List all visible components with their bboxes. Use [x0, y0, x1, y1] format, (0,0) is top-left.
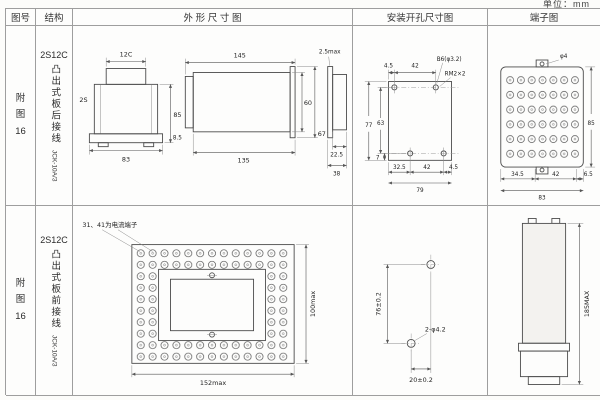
dim-left-total: 77: [365, 122, 373, 128]
dim-left-pitch: 63: [376, 120, 384, 126]
mounting-hole-drawing-front: 76±0.2 2-φ4.2 20±0.2: [374, 254, 445, 383]
dim-side-height2: 67: [317, 129, 325, 137]
header-structure: 结构: [36, 9, 73, 26]
dim-front-height: 85: [173, 110, 181, 118]
label-hole-size: B6(φ3.2): [436, 56, 461, 62]
label-hole-count-dia: 2-φ4.2: [424, 325, 445, 333]
spec-table: 图号 结构 外 形 尺 寸 图 安装开孔尺寸图 端子图 附 图 16 2S12C…: [5, 8, 600, 396]
mounting-cell-row2: 76±0.2 2-φ4.2 20±0.2: [353, 206, 488, 396]
dim-term-height: 85: [587, 120, 595, 126]
end-view: 2.5max 22.5 38: [318, 49, 347, 177]
relay-type-code: JCK-10A/3: [50, 150, 58, 182]
dim-end-b2: 38: [332, 171, 340, 177]
dim-tab-hole-dia: φ4: [559, 54, 567, 60]
header-fig-number: 图号: [6, 9, 36, 26]
header-terminal-diagram: 端子图: [488, 9, 600, 26]
fig-number-cell-row2: 附 图 16: [6, 206, 36, 396]
dim-bottom-b3: 4.5: [448, 165, 457, 171]
dim-term-b3: 6.5: [583, 171, 592, 177]
dim-side-height1: 60: [303, 99, 311, 107]
outline-drawing-front-wiring: 31、41为电流端子 152max 100max: [82, 219, 317, 386]
case-model: 2S12C: [40, 49, 68, 60]
panel-cutout-view: 4.5 42 B6(φ3.2) RM2×2 77 63 7: [364, 56, 465, 193]
dim-term-b2: 42: [552, 171, 560, 177]
dim-top-pitch: 42: [411, 63, 419, 69]
dim-hole-horizontal-offset: 20±0.2: [409, 375, 433, 383]
fig-number: 16: [15, 310, 26, 322]
fig-char: 图: [15, 294, 26, 306]
structure-cell-row2: 2S12C 凸出式板前接线 JCK-10A/3: [36, 206, 73, 396]
structure-cell-row1: 2S12C 凸出式板后接线 JCK-10A/3: [36, 26, 73, 206]
relay-profile-view: 185MAX: [517, 217, 591, 385]
fig-number: 16: [15, 125, 26, 137]
dim-term-b1: 34.5: [511, 171, 524, 177]
note-current-terminals: 31、41为电流端子: [82, 219, 137, 228]
terminal-diagram-front: 185MAX: [517, 217, 591, 385]
dim-term-total: 83: [538, 195, 546, 201]
fig-char: 附: [15, 93, 26, 105]
mounting-holes: [390, 81, 447, 159]
dim-flange-thickness: 2.5max: [318, 49, 340, 55]
outline-cell-row1: 12C 2S 83 85 8.5 145: [73, 26, 353, 206]
dim-side-length-total: 145: [233, 51, 245, 59]
dim-bottom-b1: 32.5: [392, 165, 405, 171]
terminal-cell-row1: φ4 34.5 42 6.5 83 85: [488, 26, 600, 206]
dim-side-length-body: 135: [237, 156, 249, 164]
dim-front-top: 12C: [119, 50, 132, 58]
case-model: 2S12C: [40, 234, 68, 245]
terminal-block-view: φ4 34.5 42 6.5 83 85: [499, 54, 595, 201]
header-mounting-dims: 安装开孔尺寸图: [353, 9, 488, 26]
terminal-ring-view: 31、41为电流端子 152max 100max: [82, 219, 317, 386]
dim-bottom-offset: 7: [375, 155, 379, 161]
panel-holes-view: 76±0.2 2-φ4.2 20±0.2: [374, 254, 445, 383]
dim-top-offset: 4.5: [383, 63, 392, 69]
fig-char: 图: [15, 109, 26, 121]
label-screw-size: RM2×2: [444, 71, 465, 77]
dim-bottom-total: 79: [416, 187, 424, 193]
terminal-diagram-rear: φ4 34.5 42 6.5 83 85: [499, 54, 595, 201]
dim-front-left: 2S: [79, 96, 87, 104]
dim-hole-vertical-pitch: 76±0.2: [374, 292, 382, 316]
relay-type-code: JCK-10A/3: [50, 335, 58, 367]
structure-description: 凸出式板后接线: [49, 63, 61, 145]
dim-front-flange: 8.5: [172, 135, 181, 141]
dim-front-width: 83: [121, 155, 129, 163]
dim-outline-width: 152max: [199, 379, 225, 387]
mounting-cell-row1: 4.5 42 B6(φ3.2) RM2×2 77 63 7: [353, 26, 488, 206]
dim-end-b1: 22.5: [330, 152, 343, 158]
structure-description: 凸出式板前接线: [49, 248, 61, 330]
dim-bottom-b2: 42: [423, 165, 431, 171]
terminal-cell-row2: 185MAX: [488, 206, 600, 396]
front-view: 12C 2S 83 85 8.5: [79, 50, 182, 163]
unit-label: 单位：mm: [543, 0, 590, 9]
mounting-hole-drawing-rear: 4.5 42 B6(φ3.2) RM2×2 77 63 7: [364, 56, 465, 193]
outline-drawing-rear-wiring: 12C 2S 83 85 8.5 145: [79, 49, 347, 177]
fig-char: 附: [15, 278, 26, 290]
header-outline-dims: 外 形 尺 寸 图: [73, 9, 353, 26]
dim-outline-height: 100max: [308, 290, 316, 316]
center-screws: [206, 271, 217, 338]
outline-cell-row2: 31、41为电流端子 152max 100max: [73, 206, 353, 396]
fig-number-cell-row1: 附 图 16: [6, 26, 36, 206]
side-view: 145 135 60 67: [184, 51, 325, 164]
dim-relay-height: 185MAX: [583, 290, 591, 317]
